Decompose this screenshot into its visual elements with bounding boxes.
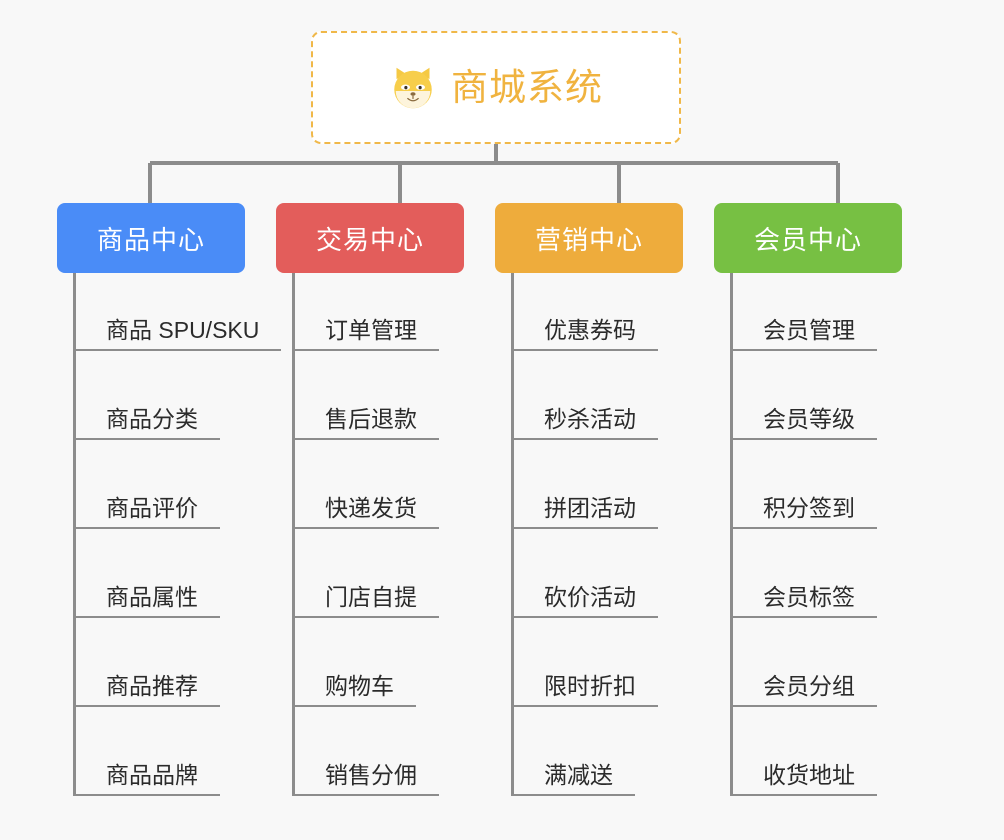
leaf-list-0: 商品 SPU/SKU 商品分类 商品评价 商品属性 商品推荐 商品品牌	[73, 273, 282, 796]
leaf-item[interactable]: 收货地址	[733, 707, 877, 796]
category-columns: 商品中心 商品 SPU/SKU 商品分类 商品评价 商品属性 商品推荐 商品品牌…	[0, 203, 1004, 796]
leaf-item[interactable]: 售后退款	[295, 351, 439, 440]
leaf-item[interactable]: 积分签到	[733, 440, 877, 529]
category-header-0[interactable]: 商品中心	[57, 203, 245, 273]
shiba-dog-icon	[394, 67, 432, 108]
leaf-item[interactable]: 商品属性	[76, 529, 220, 618]
leaf-item[interactable]: 商品推荐	[76, 618, 220, 707]
leaf-item[interactable]: 商品评价	[76, 440, 220, 529]
leaf-item[interactable]: 门店自提	[295, 529, 439, 618]
category-column-0: 商品中心 商品 SPU/SKU 商品分类 商品评价 商品属性 商品推荐 商品品牌	[57, 203, 282, 796]
category-column-2: 营销中心 优惠券码 秒杀活动 拼团活动 砍价活动 限时折扣 满减送	[495, 203, 714, 796]
leaf-item[interactable]: 限时折扣	[514, 618, 658, 707]
leaf-item[interactable]: 会员等级	[733, 351, 877, 440]
category-header-2[interactable]: 营销中心	[495, 203, 683, 273]
leaf-item[interactable]: 优惠券码	[514, 273, 658, 351]
leaf-item[interactable]: 快递发货	[295, 440, 439, 529]
leaf-item[interactable]: 拼团活动	[514, 440, 658, 529]
leaf-list-3: 会员管理 会员等级 积分签到 会员标签 会员分组 收货地址	[730, 273, 877, 796]
leaf-item[interactable]: 商品品牌	[76, 707, 220, 796]
leaf-item[interactable]: 满减送	[514, 707, 635, 796]
category-header-1[interactable]: 交易中心	[276, 203, 464, 273]
category-header-3[interactable]: 会员中心	[714, 203, 902, 273]
leaf-item[interactable]: 商品 SPU/SKU	[76, 273, 282, 351]
root-node-shop-system[interactable]: 商城系统	[311, 31, 681, 144]
leaf-list-1: 订单管理 售后退款 快递发货 门店自提 购物车 销售分佣	[292, 273, 439, 796]
category-column-1: 交易中心 订单管理 售后退款 快递发货 门店自提 购物车 销售分佣	[276, 203, 495, 796]
root-title: 商城系统	[451, 67, 603, 108]
leaf-item[interactable]: 会员管理	[733, 273, 877, 351]
leaf-item[interactable]: 销售分佣	[295, 707, 439, 796]
leaf-item[interactable]: 会员分组	[733, 618, 877, 707]
leaf-list-2: 优惠券码 秒杀活动 拼团活动 砍价活动 限时折扣 满减送	[511, 273, 658, 796]
leaf-item[interactable]: 商品分类	[76, 351, 220, 440]
leaf-item[interactable]: 会员标签	[733, 529, 877, 618]
category-column-3: 会员中心 会员管理 会员等级 积分签到 会员标签 会员分组 收货地址	[714, 203, 933, 796]
leaf-item[interactable]: 砍价活动	[514, 529, 658, 618]
leaf-item[interactable]: 购物车	[295, 618, 416, 707]
leaf-item[interactable]: 订单管理	[295, 273, 439, 351]
leaf-item[interactable]: 秒杀活动	[514, 351, 658, 440]
